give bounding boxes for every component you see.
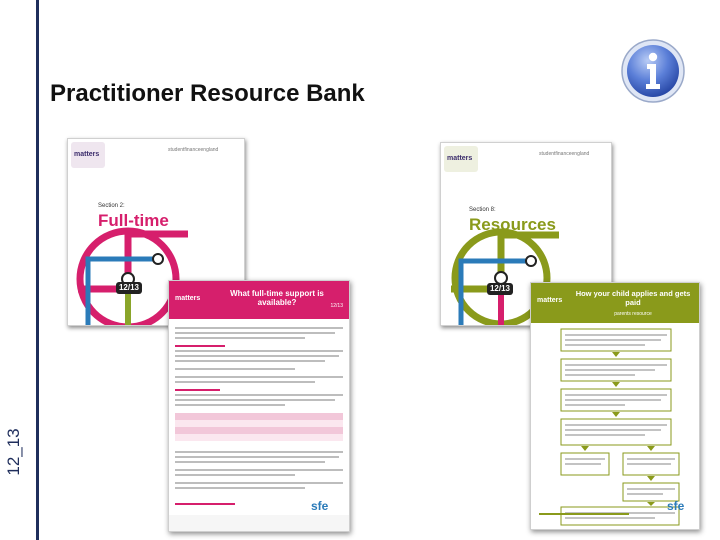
card-badge: 12/13 — [330, 303, 343, 309]
resources-cover-art — [444, 146, 559, 325]
fulltime-cover-art — [71, 142, 188, 325]
card-flow-diagram — [560, 328, 680, 526]
page-title: Practitioner Resource Bank — [50, 80, 365, 107]
brand-logo: matters — [447, 155, 473, 162]
resources-card[interactable]: matters How your child applies and gets … — [530, 282, 700, 530]
section-title: Full-time — [98, 211, 169, 230]
slide-number-label: 12_13 — [4, 428, 23, 476]
sidebar — [0, 0, 28, 540]
brand-logo: matters — [74, 151, 100, 158]
card-title: What full-time support is available? — [230, 289, 324, 307]
card-footer-rule — [539, 513, 629, 515]
section-title: Resources — [469, 215, 556, 234]
card-header-band — [169, 281, 349, 319]
card-brand-logo: matters — [537, 297, 563, 304]
card-title: How your child applies and gets paid — [575, 289, 691, 307]
card-subtitle: parents resource — [614, 311, 652, 317]
sfe-logo: sfe — [667, 499, 685, 513]
card-body-lines — [169, 327, 349, 531]
fulltime-cover[interactable]: matters studentfinanceengland Section 2:… — [67, 138, 245, 326]
partner-logo: studentfinanceengland — [168, 147, 219, 153]
section-label: Section 8: — [469, 207, 496, 213]
year-badge: 12/13 — [487, 283, 513, 295]
accent-rule — [36, 0, 39, 540]
card-header-band — [531, 283, 699, 323]
info-icon[interactable] — [620, 38, 686, 104]
year-badge: 12/13 — [116, 282, 142, 294]
partner-logo: studentfinanceengland — [539, 151, 590, 157]
card-brand-logo: matters — [175, 295, 201, 302]
fulltime-card[interactable]: matters What full-time support is availa… — [168, 280, 350, 532]
sfe-logo: sfe — [311, 499, 329, 513]
section-label: Section 2: — [98, 203, 125, 209]
